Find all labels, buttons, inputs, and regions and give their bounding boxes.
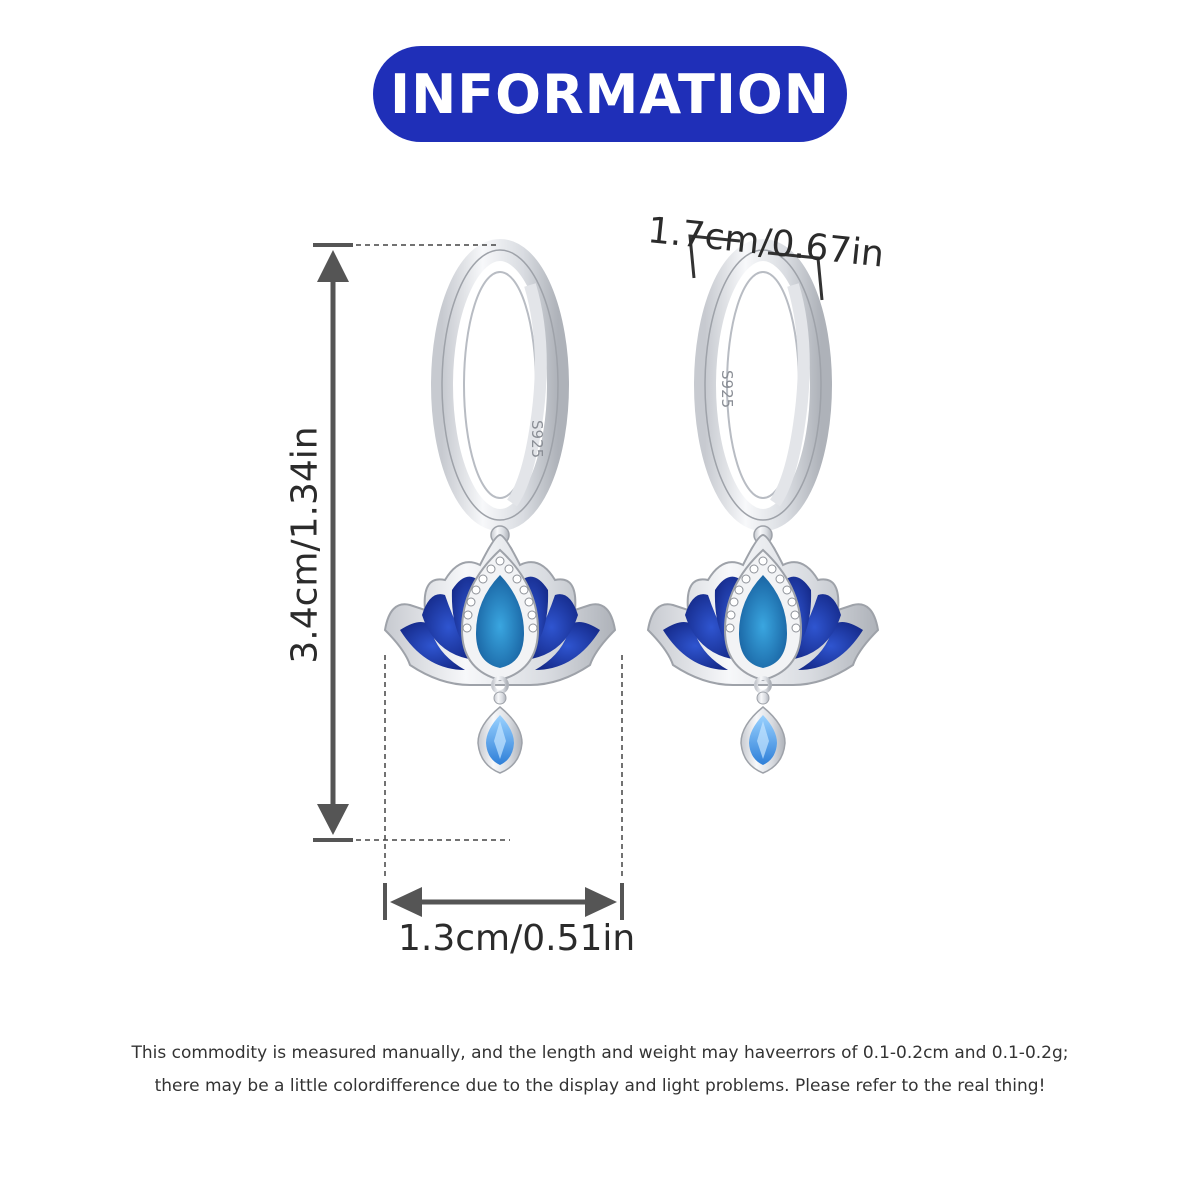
bottom-width-measure bbox=[383, 655, 624, 920]
disclaimer-line-2: there may be a little colordifference du… bbox=[154, 1076, 1046, 1096]
left-earring bbox=[385, 250, 615, 773]
stamp-right: S925 bbox=[718, 370, 736, 408]
disclaimer-line-1: This commodity is measured manually, and… bbox=[131, 1043, 1069, 1063]
bottom-width-label: 1.3cm/0.51in bbox=[398, 918, 636, 959]
disclaimer: This commodity is measured manually, and… bbox=[0, 1037, 1200, 1103]
height-measure bbox=[313, 243, 510, 842]
stamp-left: S925 bbox=[528, 420, 546, 458]
top-width-measure bbox=[688, 234, 824, 301]
right-earring bbox=[648, 250, 878, 773]
height-label-text: 3.4cm/1.34in bbox=[284, 426, 326, 664]
banner-title: INFORMATION bbox=[389, 62, 831, 126]
information-banner: INFORMATION bbox=[373, 46, 847, 142]
